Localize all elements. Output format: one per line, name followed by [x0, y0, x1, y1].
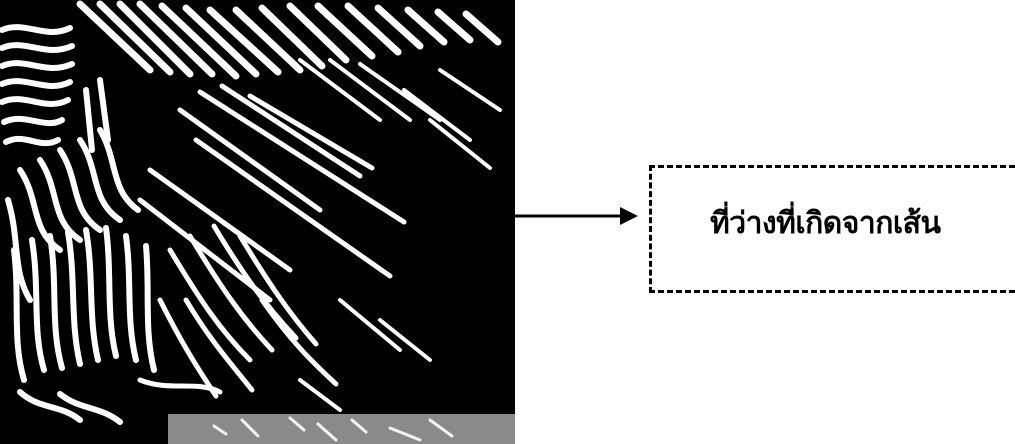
pointer-arrow	[510, 207, 638, 225]
stripe-pattern-image	[0, 0, 515, 444]
callout-box: ที่ว่างที่เกิดจากเส้น	[649, 165, 1015, 293]
callout-label: ที่ว่างที่เกิดจากเส้น	[710, 206, 941, 241]
